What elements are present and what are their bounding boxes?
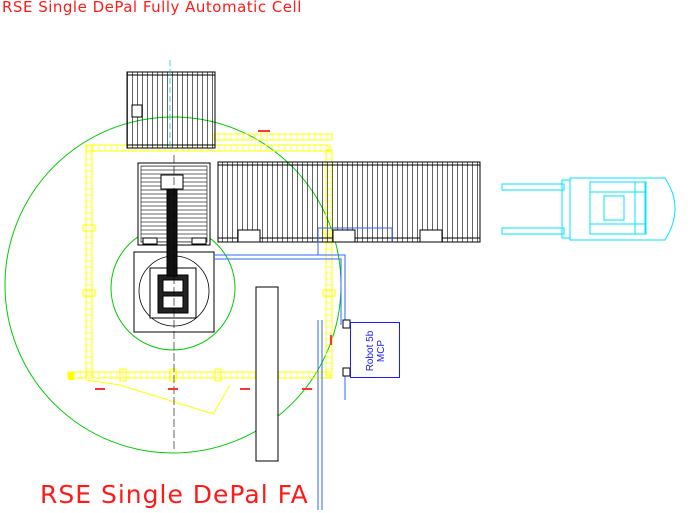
control-panel-line1: Robot 5b	[365, 330, 376, 372]
panel-connector	[342, 367, 351, 377]
drawing-footer-title: RSE Single DePal FA	[40, 480, 309, 509]
forklift-icon	[501, 177, 676, 241]
control-panel-line2: MCP	[376, 339, 387, 363]
drawing-title: RSE Single DePal Fully Automatic Cell	[2, 0, 302, 16]
pallet-infeed-conveyor	[126, 60, 216, 150]
control-panel-label: Robot 5b MCP	[365, 331, 387, 372]
dimension-marks	[95, 130, 332, 390]
outfeed-conveyor	[217, 161, 481, 243]
cable-tray	[214, 227, 393, 510]
panel-connector	[342, 319, 351, 329]
aisle	[255, 286, 279, 462]
robot	[133, 155, 215, 450]
robot-control-panel: Robot 5b MCP	[350, 322, 400, 378]
